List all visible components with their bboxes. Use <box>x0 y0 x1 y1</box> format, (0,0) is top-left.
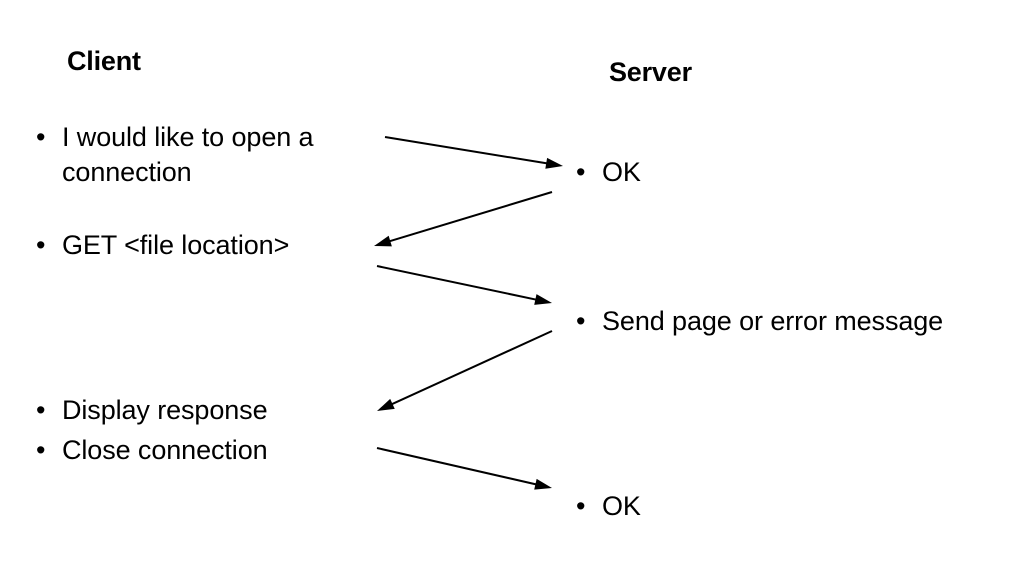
arrow-client-to-server-get <box>376 265 552 305</box>
arrow-shaft <box>376 447 540 487</box>
arrow-head-icon <box>374 235 392 247</box>
arrow-shaft <box>386 191 553 244</box>
arrow-shaft <box>376 265 540 302</box>
client-column-heading: Client <box>67 46 141 76</box>
bullet-icon: • <box>576 491 586 521</box>
client-message-label: I would like to open a connection <box>62 122 314 187</box>
server-message-label: Send page or error message <box>602 306 944 336</box>
bullet-icon: • <box>36 230 46 260</box>
arrow-client-to-server-close <box>376 447 552 490</box>
server-message-send-page: • Send page or error message <box>576 304 943 339</box>
client-message-get-file: • GET <file location> <box>36 228 289 263</box>
client-message-close-connection: • Close connection <box>36 433 268 468</box>
arrow-server-to-client-ok <box>374 191 553 247</box>
arrow-head-icon <box>534 294 552 305</box>
server-message-label: OK <box>602 157 641 187</box>
server-message-ok-first: • OK <box>576 155 641 190</box>
arrow-server-to-client-send-page <box>377 330 553 411</box>
bullet-icon: • <box>36 122 46 152</box>
arrow-head-icon <box>377 398 395 411</box>
client-message-label: Display response <box>62 395 268 425</box>
bullet-icon: • <box>576 157 586 187</box>
server-message-label: OK <box>602 491 641 521</box>
client-message-label: GET <file location> <box>62 230 290 260</box>
arrow-head-icon <box>534 478 552 490</box>
bullet-icon: • <box>576 306 586 336</box>
bullet-icon: • <box>36 435 46 465</box>
arrow-client-to-server-open <box>384 136 563 169</box>
server-message-ok-second: • OK <box>576 489 641 524</box>
arrow-head-icon <box>545 157 563 169</box>
arrow-shaft <box>388 330 553 407</box>
arrow-shaft <box>384 136 551 165</box>
server-column-heading: Server <box>609 57 692 87</box>
client-message-label: Close connection <box>62 435 268 465</box>
client-message-display-response: • Display response <box>36 393 268 428</box>
client-message-open-connection: • I would like to open a connection <box>36 120 314 190</box>
bullet-icon: • <box>36 395 46 425</box>
